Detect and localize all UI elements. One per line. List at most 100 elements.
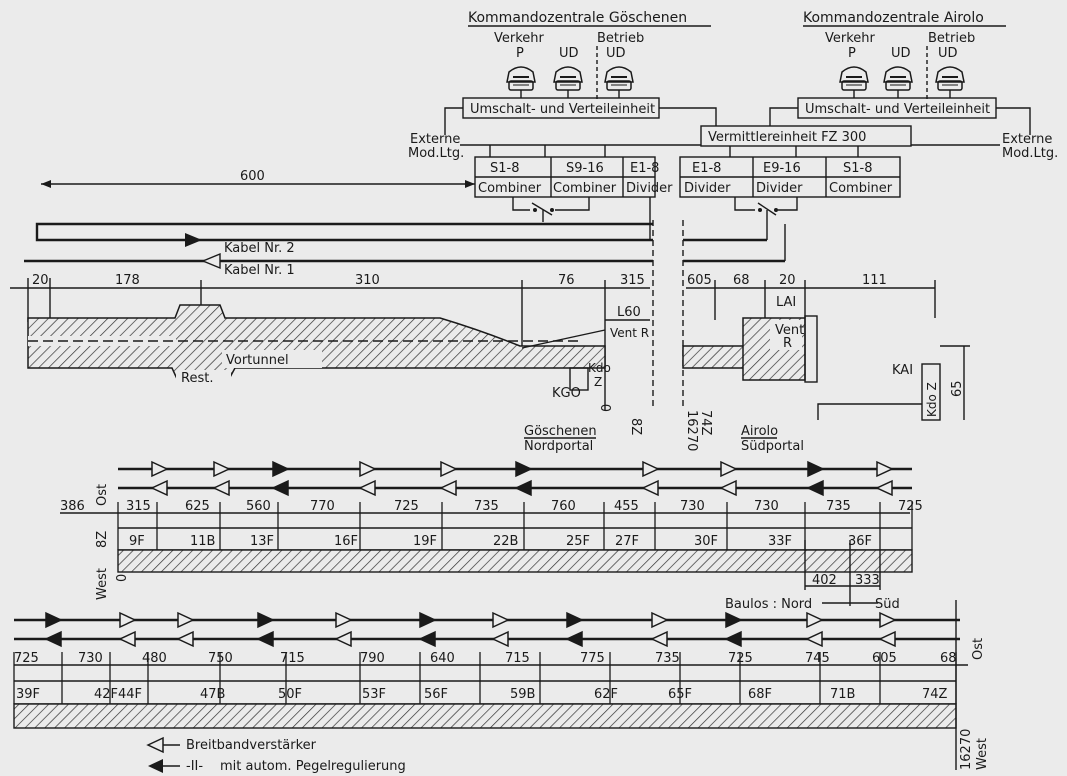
spacing-label: 790 [360, 651, 385, 666]
amplifier-icon [641, 479, 659, 497]
spacing-label: 725 [394, 499, 419, 514]
station-label: 19F [413, 534, 437, 549]
amplifier-icon [440, 460, 458, 478]
portal-labels: Göschenen Nordportal Airolo Südportal [524, 424, 804, 454]
dimension-label: 333 [855, 573, 880, 588]
station-label: 36F [848, 534, 872, 549]
south-portal-label: Südportal [741, 439, 804, 454]
legend-agc-mark: -II- [186, 759, 203, 774]
dimension-label: 76 [558, 273, 575, 288]
external-label: Mod.Ltg. [1002, 146, 1058, 161]
amplifier-icon [439, 479, 457, 497]
vent-r-label: Vent R [610, 326, 649, 340]
station-label: 59B [510, 687, 535, 702]
module-label: E9-16 [763, 161, 801, 176]
vent-label: Vent [775, 323, 804, 338]
phone-label: UD [559, 46, 579, 61]
spacing-label: 750 [208, 651, 233, 666]
north-portal-label: Nordportal [524, 439, 593, 454]
vortunnel-label: Vortunnel [226, 353, 289, 368]
amplifier-icon [213, 460, 231, 478]
spacing-label: 315 [126, 499, 151, 514]
station-label: 47B [200, 687, 225, 702]
agc-amplifier-icon [148, 759, 163, 773]
module-label: S1-8 [843, 161, 873, 176]
module-label: E1-8 [692, 161, 721, 176]
amplifier-icon [177, 611, 195, 629]
goeschenen-title: Kommandozentrale Göschenen [468, 10, 687, 26]
km-zero-label: 0 [115, 574, 130, 582]
amplifier-icon [720, 460, 738, 478]
amplifier-icon [358, 479, 376, 497]
amplifier-icon [176, 630, 194, 648]
kgo-label: KGO [552, 386, 581, 401]
station-label: 68F [748, 687, 772, 702]
spacing-label: 725 [898, 499, 923, 514]
dimension-label: 68 [733, 273, 750, 288]
agc-amplifier-icon [256, 630, 274, 648]
external-label: Externe [1002, 132, 1052, 147]
kdo-z-label: Kdo Z [925, 382, 939, 417]
spacing-label: 730 [680, 499, 705, 514]
south-portal-label: Airolo [741, 424, 778, 439]
dimension-label: 605 [687, 273, 712, 288]
spacing-label: 730 [78, 651, 103, 666]
dimension-label: 111 [862, 273, 887, 288]
spacing-label: 68 [940, 651, 957, 666]
betrieb-label: Betrieb [597, 31, 644, 46]
telephone-icon [883, 66, 913, 91]
station-label: 22B [493, 534, 518, 549]
tunnel-bed [117, 549, 913, 573]
amplifier-icon [492, 611, 510, 629]
dimension-label: 20 [779, 273, 796, 288]
station-8z-label: 8Z [628, 418, 643, 435]
module-label: Combiner [829, 181, 893, 196]
west-label: West [975, 738, 990, 770]
station-label: 71B [830, 687, 855, 702]
height-65-label: 65 [950, 380, 965, 397]
control-centre-goeschenen: Kommandozentrale Göschenen Verkehr Betri… [408, 10, 717, 240]
phone-label: UD [891, 46, 911, 61]
amplifier-icon [150, 479, 168, 497]
km-zero-label: 0 [600, 404, 615, 412]
station-8z-label: 8Z [95, 531, 110, 548]
legend-agc-label: mit autom. Pegelregulierung [220, 759, 406, 774]
station-label: 53F [362, 687, 386, 702]
spacing-label: 480 [142, 651, 167, 666]
spacing-label: 715 [505, 651, 530, 666]
l60-label: L60 [617, 305, 641, 320]
agc-amplifier-icon [566, 611, 584, 629]
telephone-icon [935, 66, 965, 91]
station-label: 74Z [922, 687, 948, 702]
station-label: 30F [694, 534, 718, 549]
station-label: 25F [566, 534, 590, 549]
spacing-label: 745 [805, 651, 830, 666]
tunnel-section-south [682, 345, 746, 369]
agc-amplifier-icon [257, 611, 275, 629]
station-74z-label: 74Z [698, 410, 713, 436]
spacing-label: 386 [60, 499, 85, 514]
amplifier-icon [805, 630, 823, 648]
rest-label: Rest. [181, 371, 213, 386]
dimension-label: 310 [355, 273, 380, 288]
amplifier-icon [151, 460, 169, 478]
amplifier-icon [875, 479, 893, 497]
amplifier-icon [119, 611, 137, 629]
dimension-label: 402 [812, 573, 837, 588]
cable-1-label: Kabel Nr. 1 [224, 263, 295, 278]
cable-2-label: Kabel Nr. 2 [224, 241, 295, 256]
lai-label: LAI [776, 295, 796, 310]
agc-amplifier-icon [515, 460, 533, 478]
spacing-label: 770 [310, 499, 335, 514]
module-label: Divider [684, 181, 731, 196]
switch-unit-right-label: Umschalt- und Verteileinheit [805, 102, 990, 117]
telephone-icon [839, 66, 869, 91]
agc-amplifier-icon [419, 611, 437, 629]
cables: 600 Kabel Nr. 2 Kabel Nr. 1 [24, 169, 786, 410]
station-label: 50F [278, 687, 302, 702]
station-label: 33F [768, 534, 792, 549]
spacing-label: 735 [826, 499, 851, 514]
airolo-title: Kommandozentrale Airolo [803, 10, 984, 26]
